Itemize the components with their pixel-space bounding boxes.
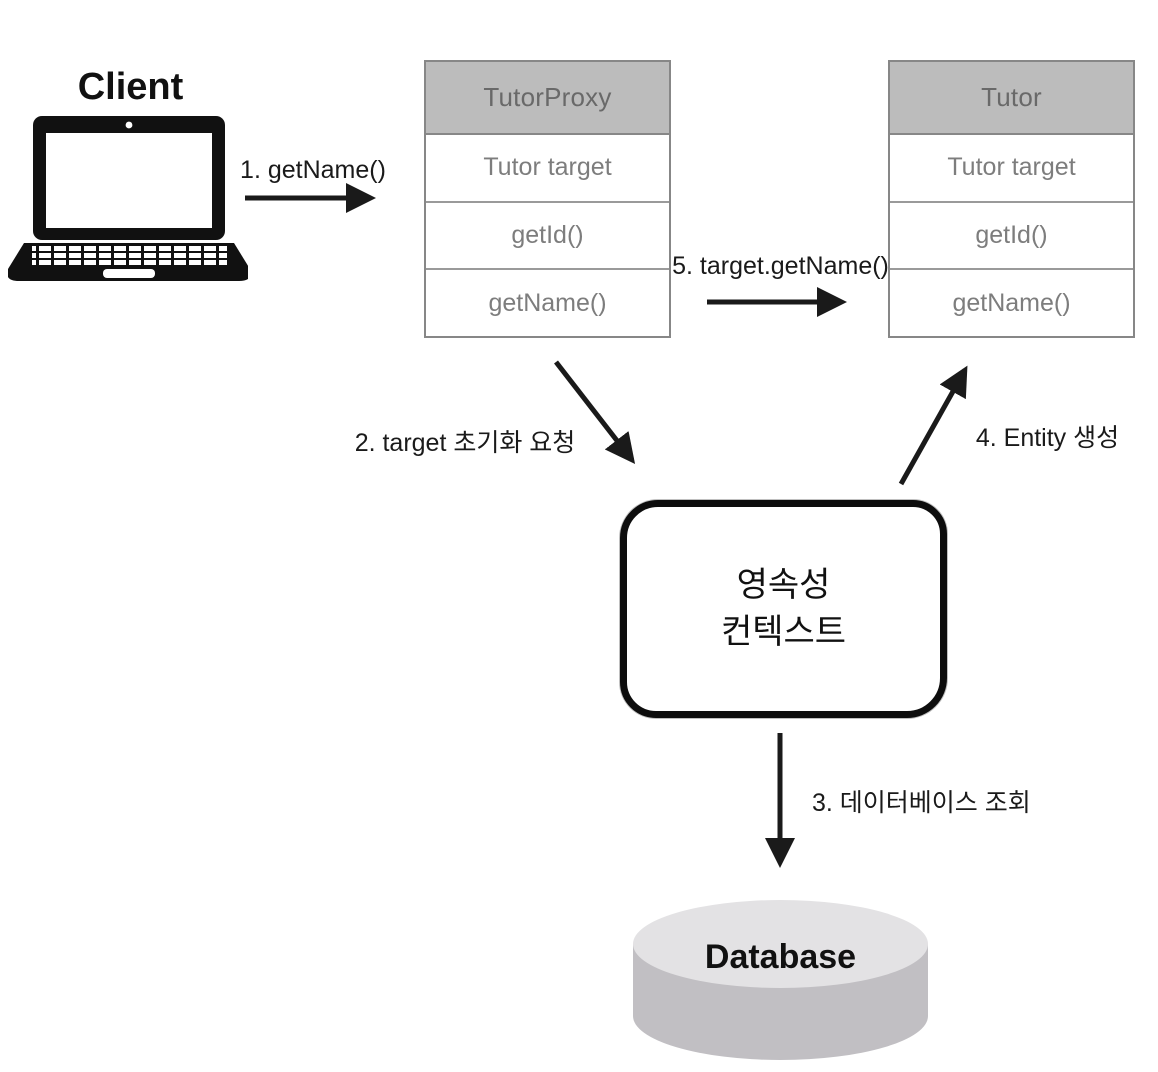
tutorproxy-member-getid: getId()	[426, 202, 669, 271]
step3-arrow	[765, 733, 795, 868]
step5-label: 5. target.getName()	[672, 252, 889, 280]
tutorproxy-member-getname: getName()	[426, 270, 669, 337]
class-box-tutorproxy: TutorProxy Tutor target getId() getName(…	[424, 60, 671, 338]
step3-label: 3. 데이터베이스 조회	[812, 789, 1031, 817]
tutorproxy-member-target: Tutor target	[426, 135, 669, 203]
database-label: Database	[704, 938, 857, 976]
tutor-member-target: Tutor target	[890, 135, 1133, 203]
step2-label: 2. target 초기화 요청	[354, 429, 576, 457]
step2-arrow	[554, 360, 636, 464]
tutor-member-getid: getId()	[890, 202, 1133, 271]
tutorproxy-title: TutorProxy	[426, 62, 669, 135]
step4-label: 4. Entity 생성	[975, 424, 1120, 452]
tutor-title: Tutor	[890, 62, 1133, 135]
laptop-icon	[8, 116, 248, 281]
step4-arrow	[898, 365, 968, 486]
persistence-context-box: 영속성 컨텍스트	[620, 500, 947, 718]
step1-arrow	[245, 183, 376, 213]
persistence-context-line1: 영속성	[736, 566, 831, 605]
client-label: Client	[77, 66, 184, 108]
step5-arrow	[707, 287, 847, 317]
database-cylinder-icon	[633, 900, 928, 1060]
persistence-context-line2: 컨텍스트	[720, 613, 847, 651]
step1-label: 1. getName()	[240, 156, 386, 184]
tutor-member-getname: getName()	[890, 270, 1133, 337]
class-box-tutor: Tutor Tutor target getId() getName()	[888, 60, 1135, 338]
